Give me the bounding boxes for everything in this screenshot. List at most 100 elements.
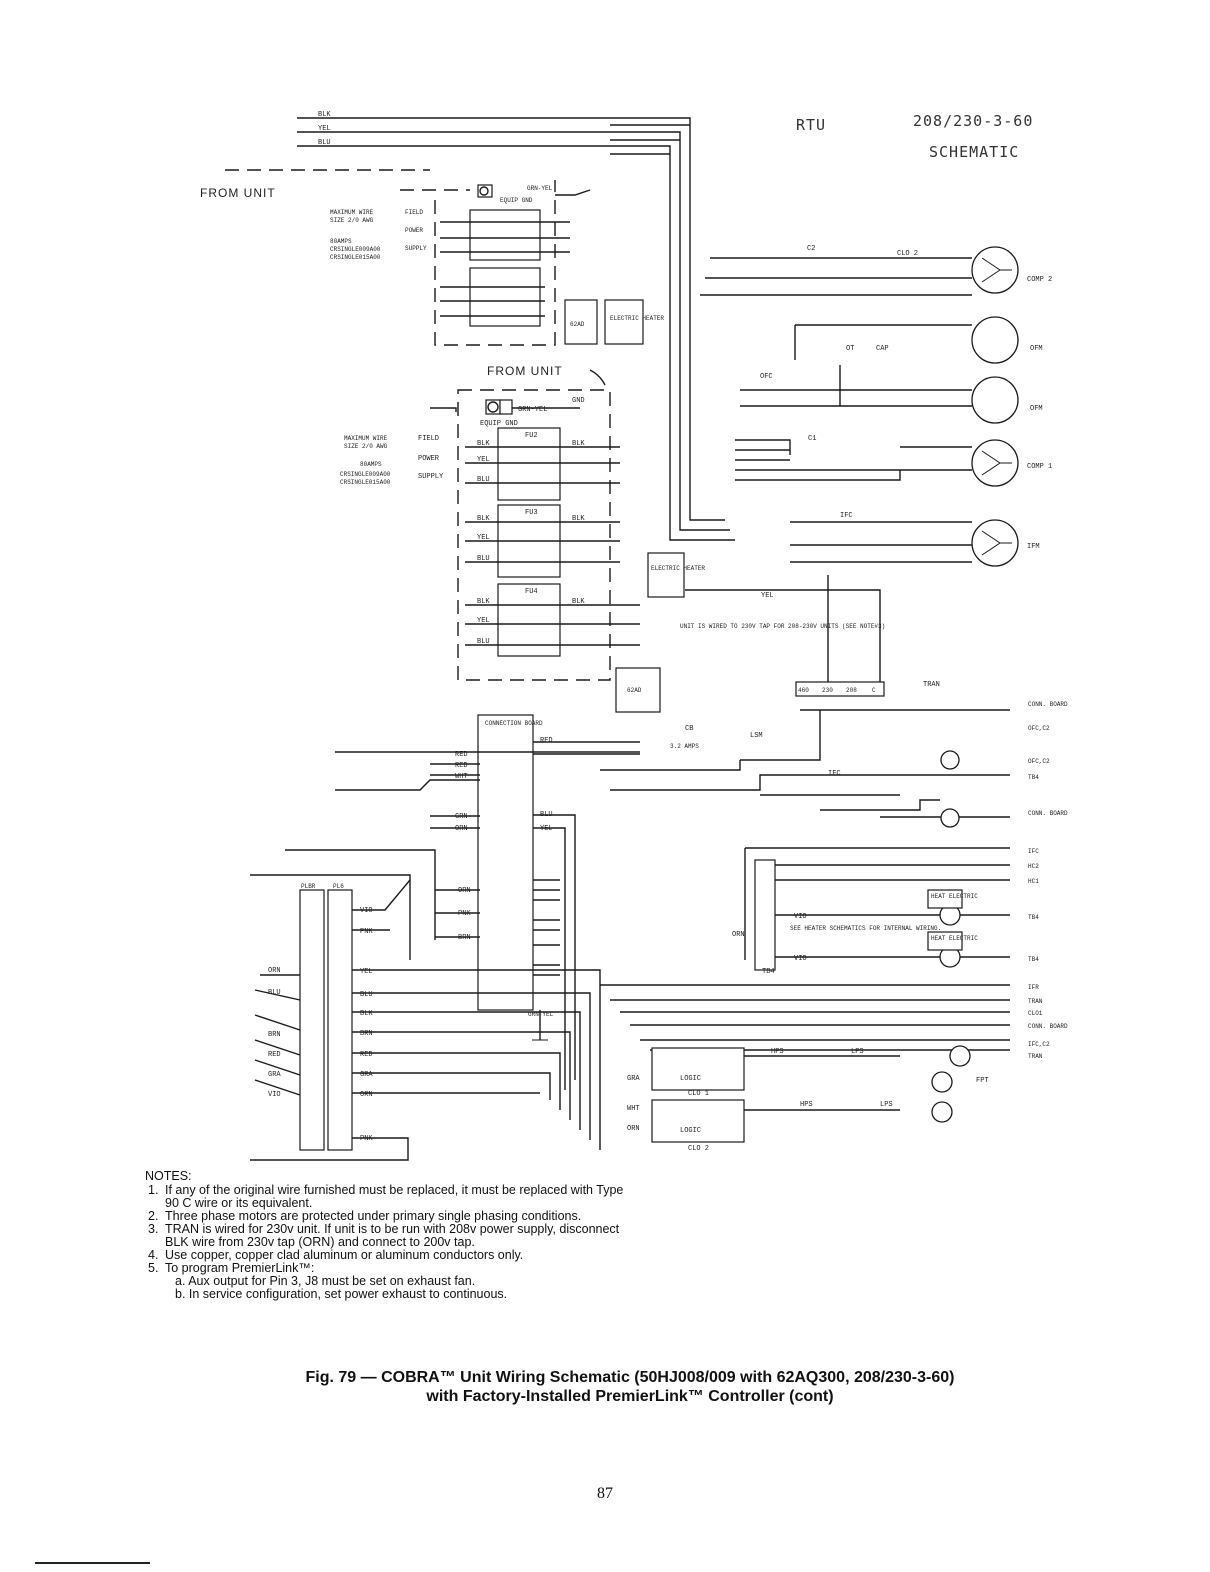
- comp1-label: COMP 1: [1027, 463, 1052, 471]
- clo2-top-label: CLO 2: [897, 250, 918, 258]
- right-label-1: OFC,C2: [1028, 725, 1050, 732]
- comp2-motor: [971, 246, 1019, 294]
- wire-label-blk-pl: BLK: [360, 1010, 373, 1018]
- tap-460: 460: [798, 687, 809, 694]
- wire-label-blu-left: BLU: [268, 989, 281, 997]
- wire-label-orn-clo: ORN: [627, 1125, 640, 1133]
- part-b-label-1: CRSINGLE015A00: [330, 254, 381, 261]
- unit-62ad-label-1: 62AD: [570, 321, 585, 328]
- incoming-supply-lines: [225, 117, 691, 265]
- c1-label: C1: [808, 435, 816, 443]
- ifc-label-1: IFC: [840, 512, 853, 520]
- ofc-label: OFC: [760, 373, 773, 381]
- electric-heater-label-1: ELECTRIC HEATER: [610, 315, 664, 322]
- note-item: 2.Three phase motors are protected under…: [145, 1210, 625, 1223]
- logic-label-1: LOGIC: [680, 1075, 701, 1083]
- plbr-pl6-connector: [250, 849, 601, 1161]
- right-label-10: IFR: [1028, 984, 1039, 991]
- wire-label-wht-clo: WHT: [627, 1105, 640, 1113]
- wire-label-gra-pl: GRA: [360, 1071, 373, 1079]
- notes-list: 1. If any of the original wire furnished …: [145, 1184, 625, 1275]
- wire-label-blk-out4: BLK: [572, 598, 585, 606]
- right-label-5: IFC: [1028, 848, 1039, 855]
- tran-label: TRAN: [923, 681, 940, 689]
- note-text: To program PremierLink™:: [165, 1261, 315, 1275]
- note-text: If any of the original wire furnished mu…: [165, 1183, 624, 1210]
- right-label-14: IFC,C2: [1028, 1041, 1050, 1048]
- part-a-label-2: CRSINGLE009A00: [340, 471, 391, 478]
- part-a-label-1: CRSINGLE009A00: [330, 246, 381, 253]
- voltage-label: 208/230-3-60: [913, 112, 1033, 130]
- wire-label-yel-pl: YEL: [360, 968, 373, 976]
- wire-label-red-2: RED: [455, 762, 468, 770]
- wire-label-blk-top: BLK: [318, 111, 331, 119]
- tap-230: 230: [822, 687, 833, 694]
- from-unit-label-1: FROM UNIT: [200, 186, 276, 200]
- ifm-motor: [971, 519, 1019, 567]
- fu2-label: FU2: [525, 432, 538, 440]
- right-label-11: TRAN: [1028, 998, 1043, 1005]
- heat-electric-label-2: HEAT ELECTRIC: [931, 935, 978, 942]
- cap-label: CAP: [876, 345, 889, 353]
- hps-label-1: HPS: [771, 1048, 784, 1056]
- right-label-8: TB4: [1028, 914, 1039, 921]
- right-label-9: TB4: [1028, 956, 1039, 963]
- wire-label-yel-top: YEL: [318, 125, 331, 133]
- cb-amps-label: 3.2 AMPS: [670, 743, 699, 750]
- wire-label-blk-out2: BLK: [572, 440, 585, 448]
- wire-label-vio-left: VIO: [268, 1091, 281, 1099]
- right-label-4: CONN. BOARD: [1028, 810, 1068, 817]
- wire-label-blk-out3: BLK: [572, 515, 585, 523]
- wire-label-blu-fu2: BLU: [477, 476, 490, 484]
- wire-label-orn-cb: ORN: [455, 825, 468, 833]
- ofm-label-1: OFM: [1030, 345, 1043, 353]
- wire-label-brn-pl: BRN: [360, 1030, 373, 1038]
- electric-heater-label-2: ELECTRIC HEATER: [651, 565, 705, 572]
- wire-label-blu-top: BLU: [318, 139, 331, 147]
- note-item: 1. If any of the original wire furnished …: [145, 1184, 625, 1210]
- pl6-label: PL6: [333, 883, 344, 890]
- caption-line-1: Fig. 79 — COBRA™ Unit Wiring Schematic (…: [305, 1369, 955, 1386]
- power-label-1: POWER: [405, 227, 423, 234]
- max-wire-label-1: MAXIMUM WIRE: [330, 209, 374, 216]
- wire-label-blu-out: BLU: [540, 811, 553, 819]
- wire-label-grn: GRN: [455, 813, 468, 821]
- connection-board-label: CONNECTION BOARD: [485, 720, 543, 727]
- from-unit-label-2: FROM UNIT: [487, 364, 563, 378]
- comp2-label: COMP 2: [1027, 276, 1052, 284]
- right-label-3: TB4: [1028, 774, 1039, 781]
- control-circuit-lines: [600, 750, 1010, 1143]
- ofm-motor-2: [971, 376, 1019, 424]
- figure-caption: Fig. 79 — COBRA™ Unit Wiring Schematic (…: [150, 1368, 1110, 1406]
- ofm-label-2: OFM: [1030, 405, 1043, 413]
- wire-label-pnk-pl: PNK: [360, 928, 373, 936]
- wire-label-blk-fu3: BLK: [477, 515, 490, 523]
- right-label-0: CONN. BOARD: [1028, 701, 1068, 708]
- clo1-label: CLO 1: [688, 1090, 709, 1098]
- tap-c: C: [872, 687, 876, 694]
- fu3-label: FU3: [525, 509, 538, 517]
- wire-label-vio-pl: VIO: [360, 907, 373, 915]
- ifm-label: IFM: [1027, 543, 1040, 551]
- right-terminal-labels: CONN. BOARD OFC,C2 OFC,C2 TB4 CONN. BOAR…: [1028, 701, 1068, 1060]
- lps-label-1: LPS: [851, 1048, 864, 1056]
- wire-label-yel-fu4: YEL: [477, 617, 490, 625]
- max-wire-label-2: MAXIMUM WIRE: [344, 435, 388, 442]
- lower-fuse-block: [430, 369, 685, 713]
- supply-label-2: SUPPLY: [418, 473, 444, 481]
- scan-edge-mark: [35, 1562, 150, 1564]
- gnd-label-2: GND: [572, 397, 585, 405]
- note-number: 1.: [148, 1183, 159, 1197]
- note-number: 2.: [148, 1209, 159, 1223]
- equip-gnd-label-1: EQUIP GND: [500, 197, 533, 204]
- note-subitem-a: a. Aux output for Pin 3, J8 must be set …: [175, 1274, 476, 1288]
- note-number: 4.: [148, 1248, 159, 1262]
- right-label-2: OFC,C2: [1028, 758, 1050, 765]
- field-label-2: FIELD: [418, 435, 439, 443]
- clo2-label: CLO 2: [688, 1145, 709, 1153]
- wire-label-wht: WHT: [455, 773, 468, 781]
- wire-label-pnk-in: PNK: [458, 910, 471, 918]
- wire-label-yel-fu3: YEL: [477, 534, 490, 542]
- c2-label: C2: [807, 245, 815, 253]
- wire-label-vio-1: VIO: [794, 913, 807, 921]
